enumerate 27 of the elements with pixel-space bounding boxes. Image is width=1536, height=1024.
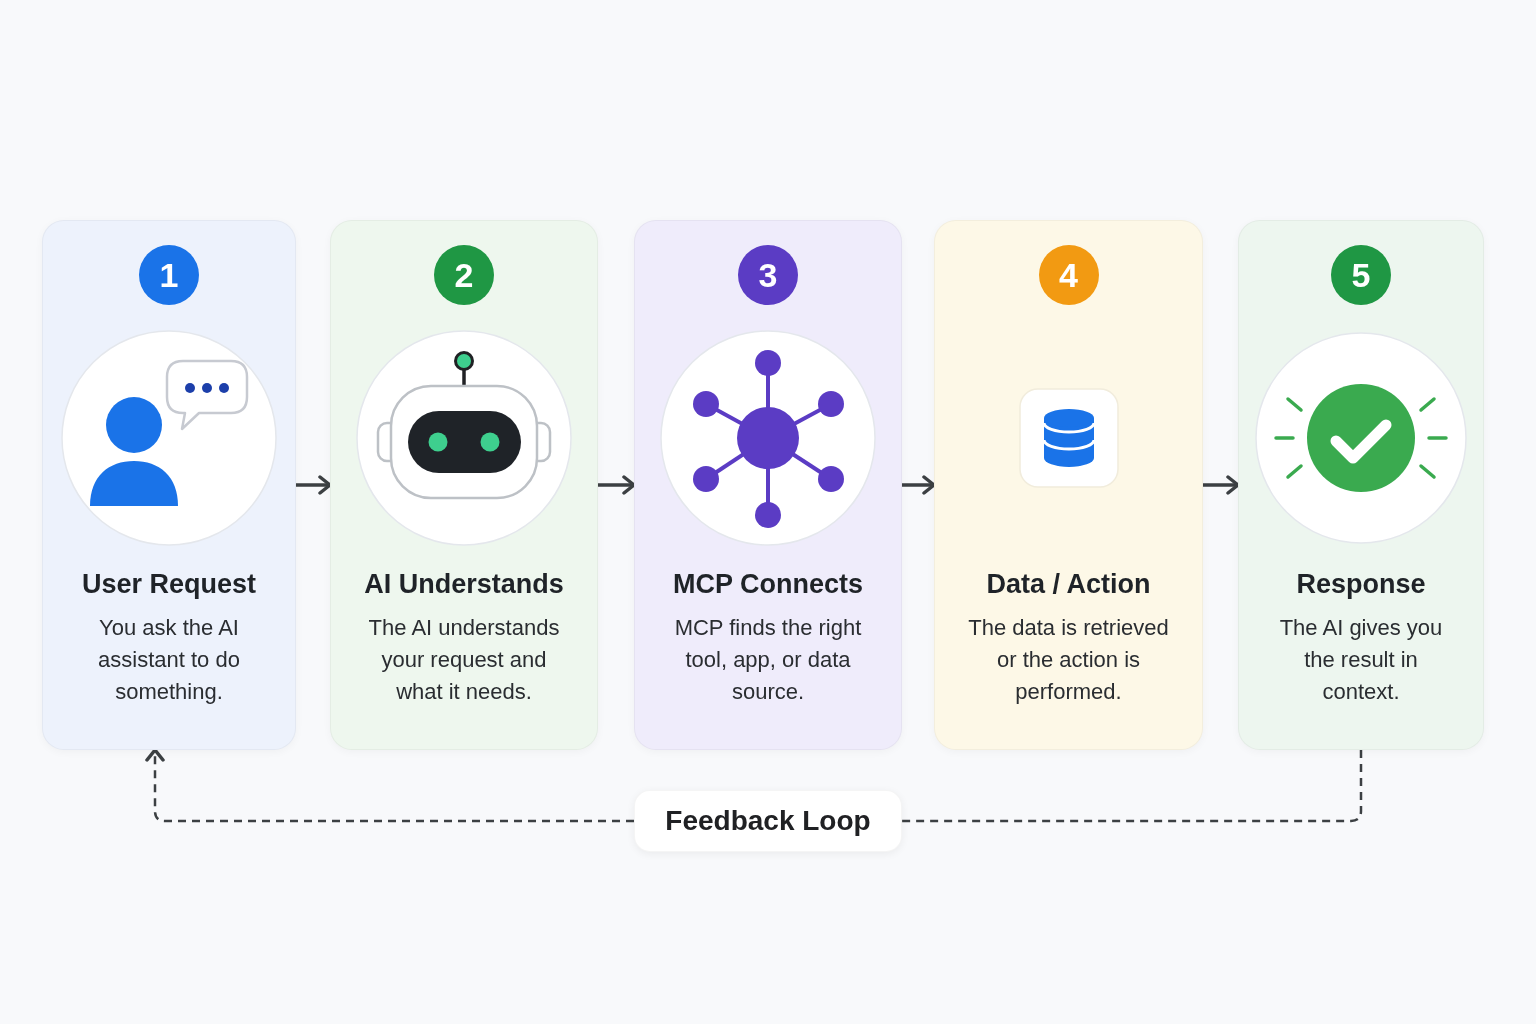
arrow <box>900 475 936 495</box>
step-description: MCP finds the right tool, app, or data source. <box>673 614 863 706</box>
arrow <box>596 475 636 495</box>
step-card <box>934 220 1203 750</box>
step-number: 1 <box>139 245 199 305</box>
loop-label-pill: Feedback Loop <box>634 790 902 852</box>
step-card <box>330 220 598 750</box>
step-description: The data is retrieved or the action is performed. <box>967 614 1170 706</box>
arrow <box>294 475 332 495</box>
step-description: You ask the AI assistant to do something. <box>97 614 241 706</box>
step-card <box>1238 220 1484 750</box>
step-number: 3 <box>738 245 798 305</box>
dashed-line <box>902 750 1363 823</box>
step-description: The AI understands your request and what it needs. <box>367 614 561 706</box>
arrow <box>1201 475 1240 495</box>
step-title: Data / Action <box>986 568 1151 601</box>
dashed-arrow <box>145 748 634 823</box>
step-number: 4 <box>1038 245 1099 305</box>
step-card <box>634 220 902 750</box>
step-title: User Request <box>81 568 257 601</box>
step-title: MCP Connects <box>673 568 863 601</box>
step-number: 2 <box>434 245 494 305</box>
step-title: Response <box>1296 568 1426 601</box>
step-title: AI Understands <box>364 568 564 601</box>
step-number: 5 <box>1331 245 1391 305</box>
step-card <box>42 220 296 750</box>
step-description: The AI gives you the result in context. <box>1278 614 1444 706</box>
